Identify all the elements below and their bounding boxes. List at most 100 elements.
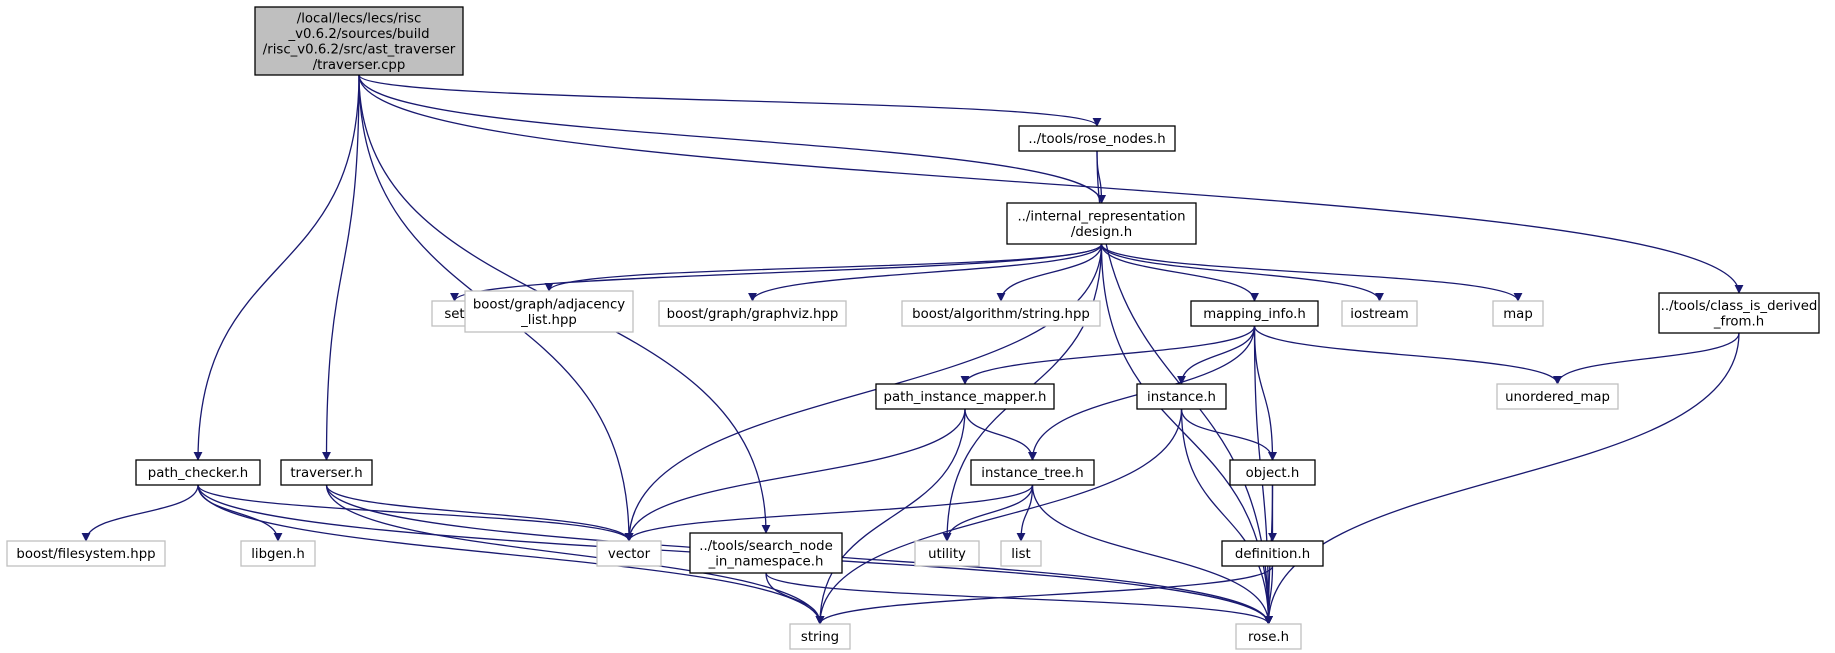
node-label-line: /design.h — [1071, 225, 1132, 240]
node-label-line: ../tools/rose_nodes.h — [1028, 132, 1165, 147]
node-box — [254, 6, 464, 76]
node-label-line: ../tools/search_node — [699, 539, 833, 554]
edge-traverser_h-to-vector — [325, 484, 634, 542]
edge-path_checker-to-boost_fs — [81, 484, 199, 542]
edge-design-to-iostream — [1100, 243, 1384, 302]
node-design[interactable]: ../internal_representation/design.h — [1006, 202, 1197, 245]
edge-path_instance_mapper-to-instance_tree — [964, 408, 1037, 461]
edge-design-to-mapping_info — [1100, 243, 1259, 302]
node-label-line: object.h — [1246, 466, 1300, 481]
node-label-line: boost/graph/adjacency — [473, 297, 625, 312]
node-box — [970, 459, 1095, 486]
edge-instance_tree-to-vector — [624, 484, 1034, 542]
nodes-layer: /local/lecs/lecs/risc_v0.6.2/sources/bui… — [6, 6, 1820, 650]
edge-instance_tree-to-utility — [942, 484, 1034, 542]
node-label-line: _in_namespace.h — [708, 554, 824, 569]
node-object[interactable]: object.h — [1229, 459, 1316, 486]
node-label-line: _v0.6.2/sources/build — [287, 27, 429, 42]
edge-path_instance_mapper-to-vector — [624, 408, 966, 542]
edge-root-to-design — [358, 74, 1106, 204]
node-box — [1496, 383, 1619, 410]
node-label-line: map — [1503, 307, 1533, 322]
node-label-line: /traverser.cpp — [313, 58, 406, 73]
node-list: list — [1000, 540, 1042, 567]
node-label-line: _list.hpp — [520, 313, 577, 328]
node-path-instance-mapper[interactable]: path_instance_mapper.h — [875, 383, 1055, 410]
node-box — [596, 540, 662, 567]
node-label-line: boost/algorithm/string.hpp — [912, 307, 1090, 322]
node-root[interactable]: /local/lecs/lecs/risc_v0.6.2/sources/bui… — [254, 6, 464, 76]
edge-search_node-to-rose — [765, 572, 1273, 625]
edge-design-to-map — [1100, 243, 1523, 302]
node-search-node[interactable]: ../tools/search_node_in_namespace.h — [689, 532, 843, 574]
node-vector: vector — [596, 540, 662, 567]
edge-root-to-class_is_derived — [358, 74, 1744, 294]
node-label-line: boost/filesystem.hpp — [16, 547, 155, 562]
node-traverser-h[interactable]: traverser.h — [280, 459, 373, 486]
node-mapping-info[interactable]: mapping_info.h — [1190, 300, 1319, 327]
edge-mapping_info-to-instance — [1177, 325, 1256, 385]
node-label-line: rose.h — [1248, 630, 1289, 645]
edge-instance-to-string — [815, 408, 1183, 625]
node-box — [789, 623, 851, 650]
node-box — [1658, 292, 1820, 334]
edge-instance_tree-to-rose — [1031, 484, 1273, 625]
node-instance-tree[interactable]: instance_tree.h — [970, 459, 1095, 486]
edge-instance-to-object — [1180, 408, 1277, 461]
node-box — [1492, 300, 1544, 327]
node-path-checker[interactable]: path_checker.h — [135, 459, 261, 486]
node-utility: utility — [914, 540, 980, 567]
edge-design-to-algstring — [996, 243, 1103, 302]
node-box — [1341, 300, 1418, 327]
node-box — [689, 532, 843, 574]
node-algstring: boost/algorithm/string.hpp — [901, 300, 1101, 327]
node-rose-nodes[interactable]: ../tools/rose_nodes.h — [1018, 125, 1176, 152]
edge-definition-to-string — [815, 565, 1274, 625]
node-box — [464, 290, 634, 333]
node-box — [658, 300, 847, 327]
node-box — [1006, 202, 1197, 245]
node-adjacency: boost/graph/adjacency_list.hpp — [464, 290, 634, 333]
edge-mapping_info-to-unordered_map — [1253, 325, 1562, 385]
node-label-line: set — [444, 307, 464, 322]
node-box — [6, 540, 166, 567]
node-label-line: mapping_info.h — [1203, 307, 1306, 322]
node-box — [1190, 300, 1319, 327]
node-class-is-derived[interactable]: ../tools/class_is_derived_from.h — [1658, 292, 1820, 334]
node-box — [1136, 383, 1227, 410]
edge-mapping_info-to-path_instance_mapper — [960, 325, 1256, 385]
node-boost-fs: boost/filesystem.hpp — [6, 540, 166, 567]
node-label-line: /local/lecs/lecs/risc — [297, 11, 422, 26]
node-label-line: boost/graph/graphviz.hpp — [667, 307, 839, 322]
edge-mapping_info-to-object — [1253, 325, 1277, 461]
node-definition[interactable]: definition.h — [1221, 540, 1324, 567]
node-label-line: path_instance_mapper.h — [884, 390, 1047, 405]
node-instance[interactable]: instance.h — [1136, 383, 1227, 410]
node-label-line: iostream — [1350, 307, 1408, 322]
node-label-line: _from.h — [1713, 314, 1764, 329]
node-box — [240, 540, 316, 567]
edge-root-to-traverser_h — [322, 74, 360, 461]
node-string: string — [789, 623, 851, 650]
node-label-line: instance.h — [1147, 390, 1216, 405]
edge-search_node-to-string — [765, 572, 825, 625]
edge-design-to-graphviz — [748, 243, 1103, 302]
node-unordered-map: unordered_map — [1496, 383, 1619, 410]
node-box — [914, 540, 980, 567]
node-label-line: utility — [928, 547, 966, 562]
edge-instance-to-rose — [1180, 408, 1273, 625]
edge-class_is_derived-to-rose — [1264, 332, 1740, 625]
node-box — [875, 383, 1055, 410]
node-box — [1229, 459, 1316, 486]
node-label-line: path_checker.h — [148, 466, 248, 481]
edge-path_checker-to-string — [197, 484, 825, 625]
node-rose: rose.h — [1235, 623, 1302, 650]
edge-class_is_derived-to-unordered_map — [1553, 332, 1740, 385]
node-box — [1221, 540, 1324, 567]
node-iostream: iostream — [1341, 300, 1418, 327]
node-box — [135, 459, 261, 486]
node-label-line: definition.h — [1235, 547, 1310, 562]
node-label-line: traverser.h — [290, 466, 362, 481]
node-label-line: instance_tree.h — [981, 466, 1083, 481]
